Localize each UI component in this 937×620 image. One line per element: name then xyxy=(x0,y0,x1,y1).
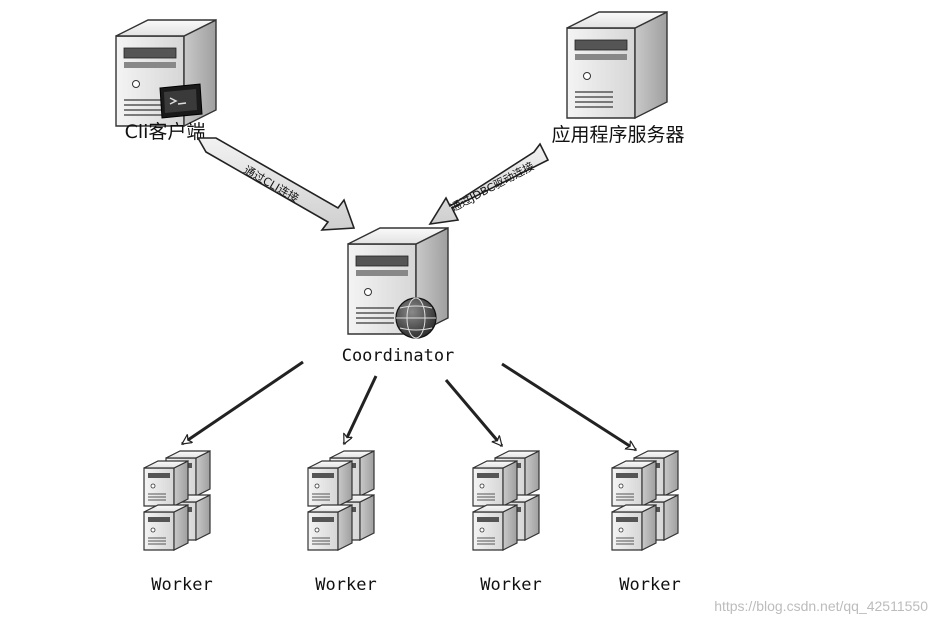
arrow-to-worker-2 xyxy=(342,375,378,444)
cli-client-node xyxy=(115,19,217,127)
worker-label-4: Worker xyxy=(619,575,680,595)
worker-node-3 xyxy=(473,451,539,550)
arrow-to-worker-3 xyxy=(444,379,504,446)
globe-icon xyxy=(395,297,437,339)
arrow-to-worker-4 xyxy=(501,362,636,452)
app-server-label: 应用程序服务器 xyxy=(551,124,684,146)
worker-label-1: Worker xyxy=(151,575,212,595)
worker-node-4 xyxy=(612,451,678,550)
jdbc-connection-label: 通过JDBC驱动连接 xyxy=(448,160,536,215)
worker-label-2: Worker xyxy=(315,575,376,595)
coordinator-label: Coordinator xyxy=(342,346,455,366)
app-server-node xyxy=(566,11,668,119)
worker-node-1 xyxy=(144,451,210,550)
coordinator-node xyxy=(347,227,449,339)
terminal-icon xyxy=(159,83,203,119)
cli-connection-arrow: 通过CLI连接 xyxy=(196,137,356,231)
worker-label-3: Worker xyxy=(480,575,541,595)
arrow-to-worker-1 xyxy=(182,360,304,446)
worker-node-2 xyxy=(308,451,374,550)
cli-client-label: Cli客户端 xyxy=(125,121,206,143)
jdbc-connection-arrow: 通过JDBC驱动连接 xyxy=(428,142,550,226)
watermark-text: https://blog.csdn.net/qq_42511550 xyxy=(714,598,928,614)
worker-arrows xyxy=(182,360,636,452)
